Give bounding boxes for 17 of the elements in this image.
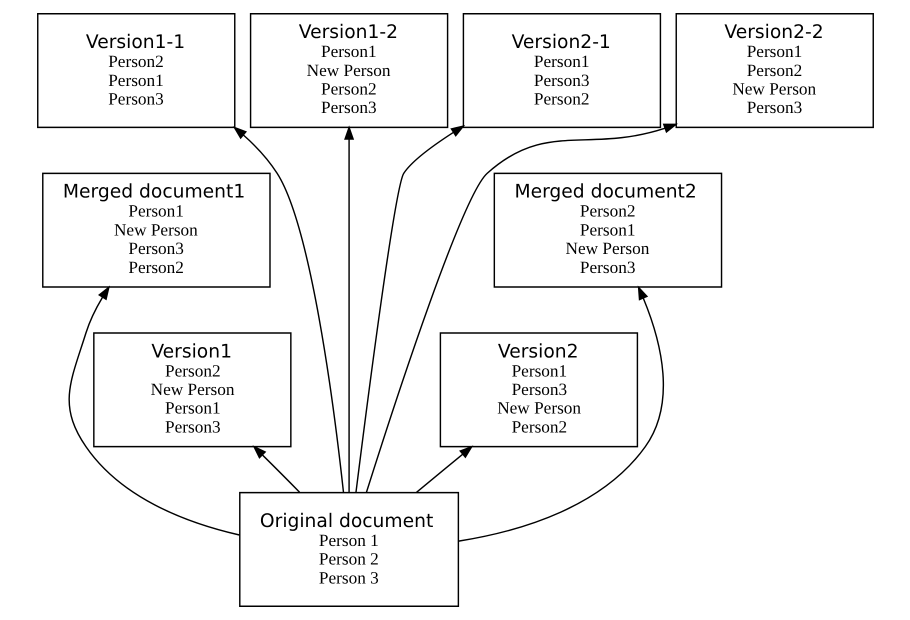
- node-box: Version2-1 Person1 Person3 Person2: [462, 13, 661, 128]
- node-box: Version1-1 Person2 Person1 Person3: [36, 13, 235, 128]
- node-box: Merged document1 Person1 New Person Person3 Person2: [42, 172, 270, 288]
- node-box: Merged document2 Person2 Person1 New Person Person3: [493, 172, 722, 288]
- arrow: [365, 124, 678, 493]
- arrow: [354, 124, 465, 492]
- arrow: [252, 445, 300, 493]
- node-box: Version1-2 Person1 New Person Person2 Person3: [249, 13, 448, 128]
- arrow: [344, 125, 354, 492]
- arrow: [416, 445, 473, 493]
- node-box: Version2-2 Person1 Person2 New Person Person3: [675, 13, 874, 128]
- arrow: [458, 285, 664, 542]
- node-box: Original document Person 1 Person 2 Person 3: [238, 492, 459, 607]
- node-box: Version2 Person1 Person3 New Person Person2: [439, 332, 638, 448]
- node-box: Version1 Person2 New Person Person1 Person3: [92, 332, 292, 448]
- arrow: [68, 286, 240, 536]
- arrow: [232, 126, 344, 492]
